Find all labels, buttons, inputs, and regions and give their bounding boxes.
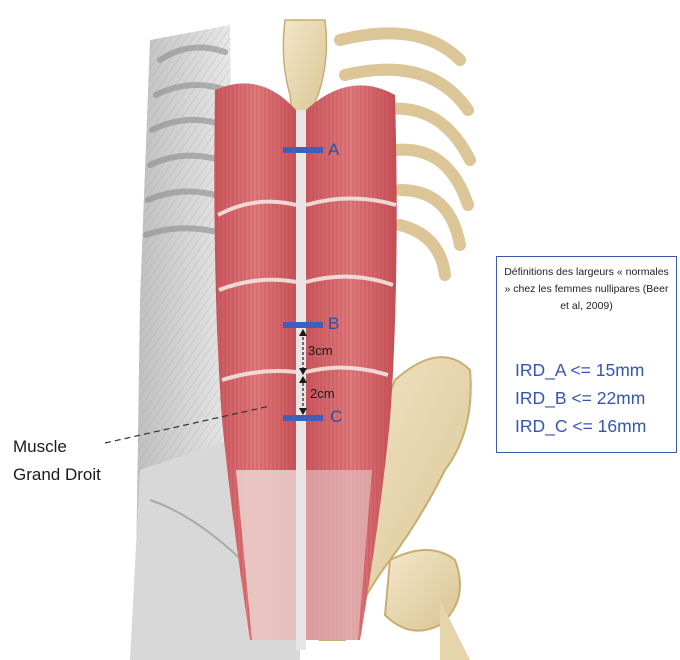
- muscle-label-line2: Grand Droit: [13, 461, 101, 489]
- marker-b-label: B: [328, 314, 339, 334]
- dimension-lower-label: 2cm: [310, 386, 335, 401]
- ird-c-value: IRD_C <= 16mm: [515, 416, 646, 437]
- ird-a-value: IRD_A <= 15mm: [515, 360, 644, 381]
- marker-a-bar: [283, 147, 323, 153]
- ird-b-value: IRD_B <= 22mm: [515, 388, 645, 409]
- marker-c-bar: [283, 415, 323, 421]
- dimension-upper-label: 3cm: [308, 343, 333, 358]
- marker-c-label: C: [330, 407, 342, 427]
- definition-title: Définitions des largeurs « normales » ch…: [503, 264, 670, 315]
- marker-a-label: A: [328, 140, 339, 160]
- definition-box: Définitions des largeurs « normales » ch…: [496, 256, 677, 453]
- marker-b-bar: [283, 322, 323, 328]
- muscle-label-line1: Muscle: [13, 433, 101, 461]
- muscle-label: Muscle Grand Droit: [13, 433, 101, 489]
